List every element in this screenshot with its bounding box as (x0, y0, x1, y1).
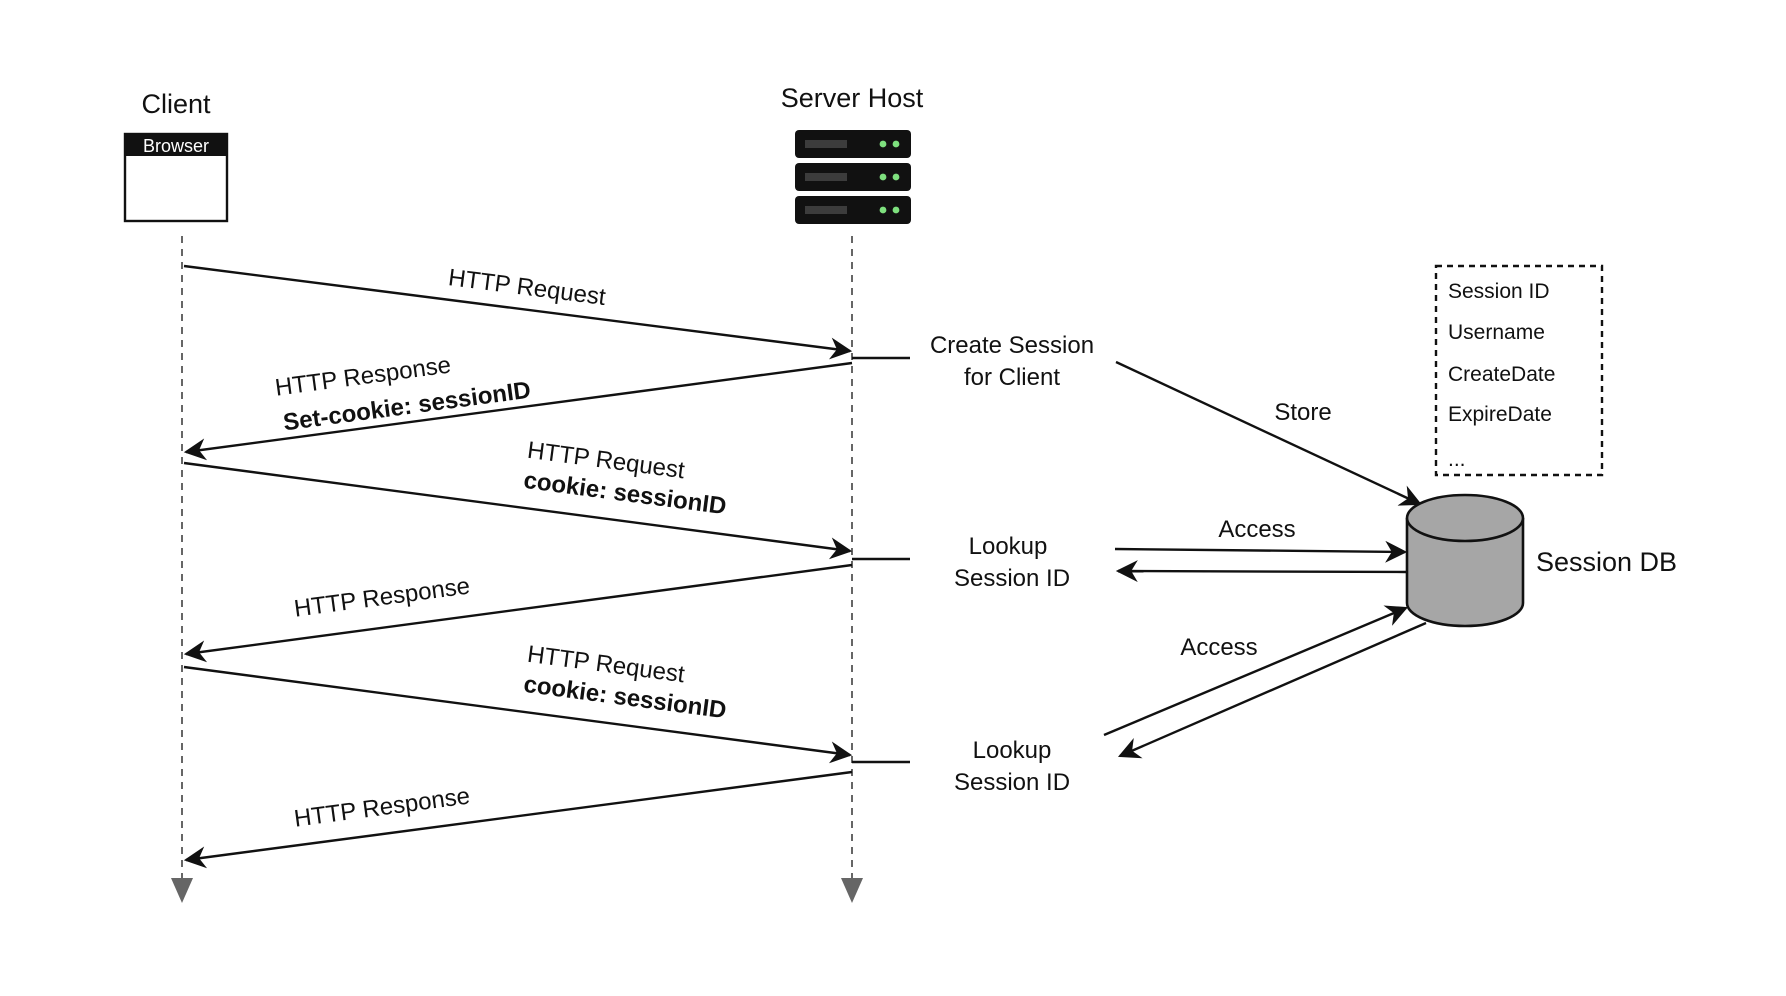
access-1-arrow-from-db (1115, 560, 1407, 583)
browser-window-icon: Browser (123, 132, 229, 223)
session-field-item: CreateDate (1448, 363, 1555, 386)
client-title: Client (141, 89, 211, 119)
access-2-label: Access (1180, 634, 1257, 661)
create-session-label-line-1: Create Session (930, 332, 1094, 359)
database-cylinder-icon (1405, 493, 1525, 628)
lookup-1-label-line-2: Session ID (954, 565, 1070, 592)
session-fields-box (1434, 264, 1604, 477)
client-lifeline-arrowhead (171, 878, 193, 903)
store-arrow (1115, 360, 1422, 506)
server-lifeline-arrowhead (841, 878, 863, 903)
session-field-item: Session ID (1448, 280, 1550, 303)
access-1-arrow-to-db (1114, 540, 1408, 563)
session-field-item: Username (1448, 321, 1545, 344)
session-field-item: ... (1448, 448, 1466, 471)
session-field-item: ExpireDate (1448, 403, 1552, 426)
request-3-arrow (183, 665, 853, 764)
response-3-arrow (183, 770, 853, 869)
response-2-arrow (183, 563, 853, 663)
request-1-label: HTTP Request (447, 264, 608, 311)
lookup-2-label-line-1: Lookup (973, 737, 1052, 764)
browser-window-label: Browser (143, 136, 209, 156)
response-1-arrow (183, 361, 853, 461)
create-session-label-line-2: for Client (964, 364, 1060, 391)
request-1-arrow (183, 264, 853, 360)
lookup-1-label-line-1: Lookup (969, 533, 1048, 560)
access-1-label: Access (1218, 516, 1295, 543)
access-2-arrow-from-db (1117, 621, 1427, 759)
response-2-label: HTTP Response (293, 572, 472, 622)
server-rack-icon (795, 130, 911, 224)
session-db-title: Session DB (1536, 547, 1677, 577)
request-2-arrow (183, 461, 853, 560)
lookup-2-label-line-2: Session ID (954, 769, 1070, 796)
server-title: Server Host (781, 83, 924, 113)
store-label: Store (1274, 399, 1331, 426)
access-2-arrow-to-db (1103, 605, 1409, 737)
